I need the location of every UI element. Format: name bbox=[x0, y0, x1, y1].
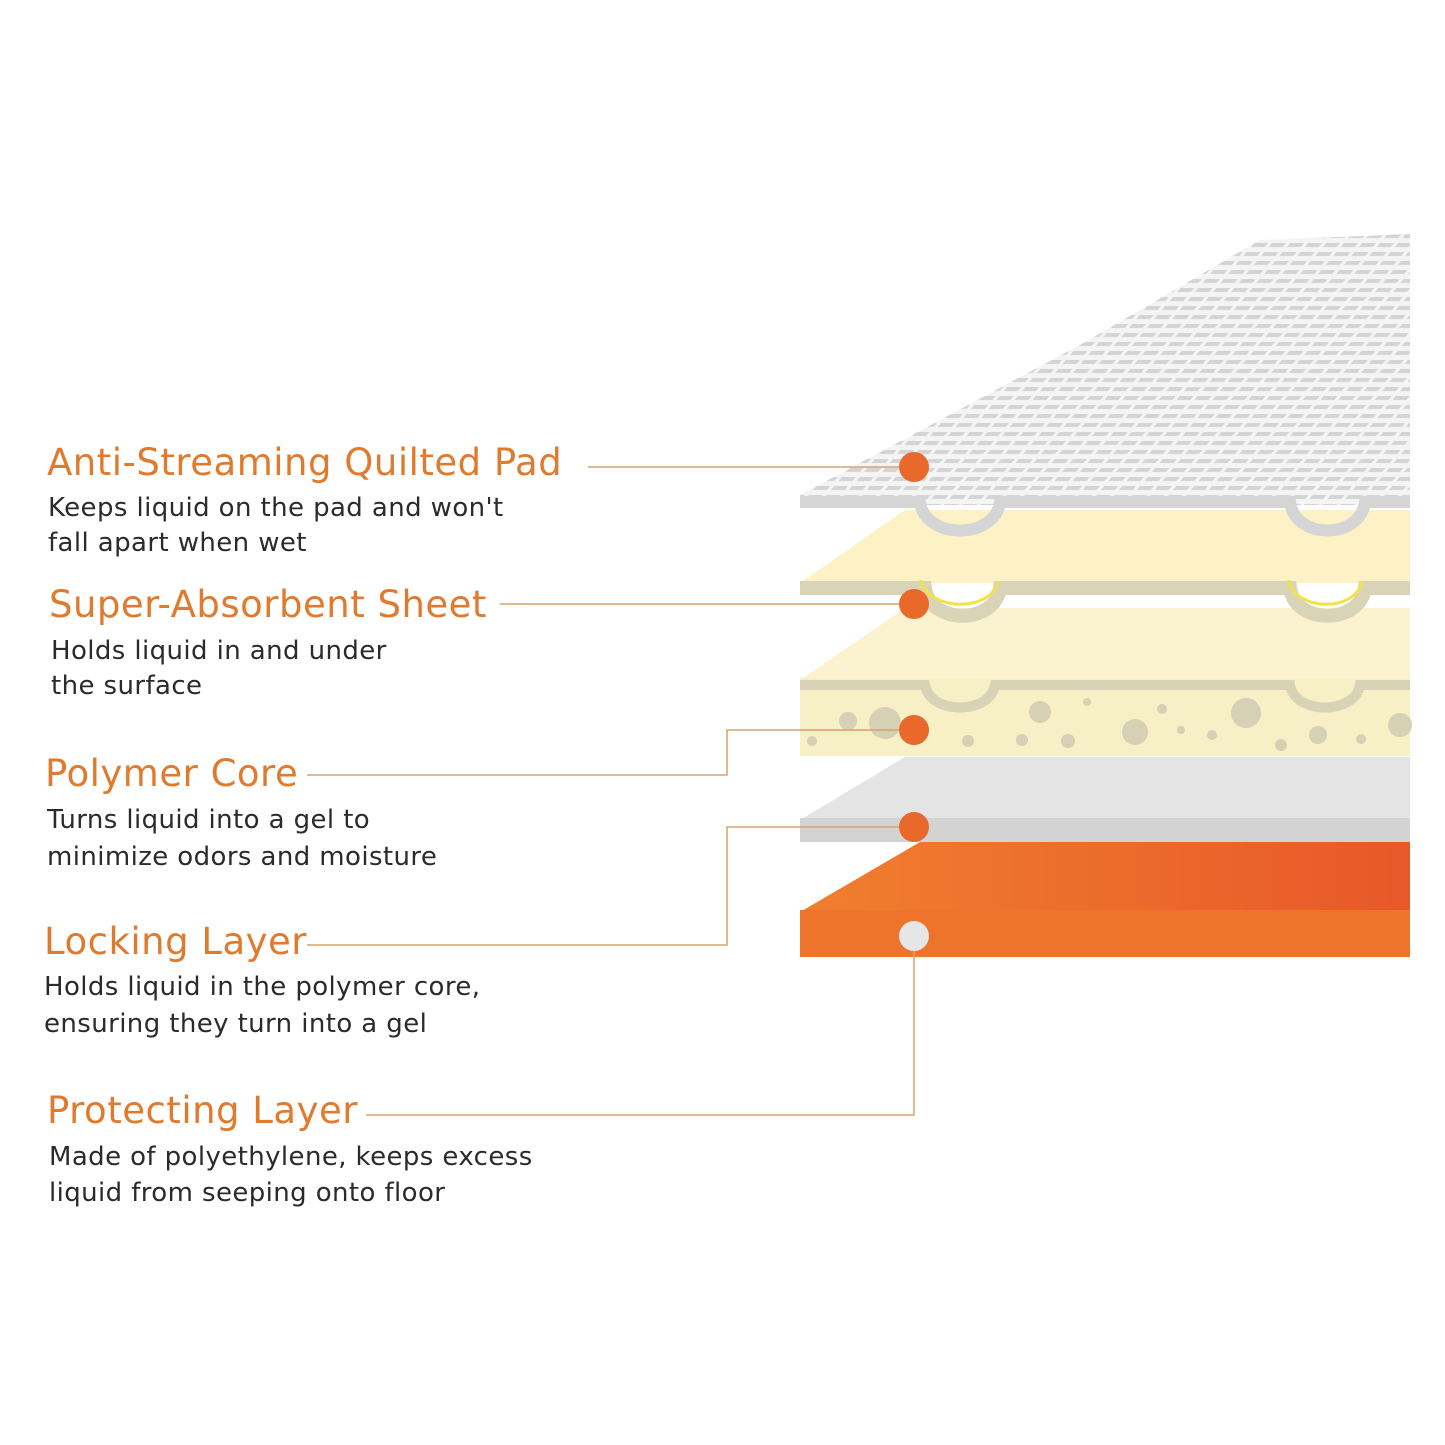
description-line: fall apart when wet bbox=[48, 528, 307, 558]
protecting-layer-graphic bbox=[800, 842, 1410, 957]
description-line: minimize odors and moisture bbox=[47, 842, 438, 872]
description-line: ensuring they turn into a gel bbox=[44, 1009, 428, 1039]
layer-description: Holds liquid in the polymer core, ensuri… bbox=[44, 969, 644, 1043]
marker-quilted-pad bbox=[899, 452, 929, 482]
leader-line-protecting-layer bbox=[366, 936, 915, 1116]
quilted-pad-graphic bbox=[800, 234, 1410, 537]
marker-absorbent-sheet bbox=[899, 589, 929, 619]
layer-description: Holds liquid in and under the surface bbox=[51, 634, 651, 704]
leader-lines bbox=[307, 466, 915, 1116]
layer-description: Made of polyethylene, keeps excess liqui… bbox=[49, 1139, 649, 1211]
layer-title: Anti-Streaming Quilted Pad bbox=[47, 441, 563, 484]
description-line: Turns liquid into a gel to bbox=[47, 805, 371, 835]
description-line: the surface bbox=[51, 671, 203, 701]
description-line: Made of polyethylene, keeps excess bbox=[49, 1142, 533, 1172]
description-line: liquid from seeping onto floor bbox=[49, 1178, 446, 1208]
polymer-core-graphic bbox=[800, 608, 1412, 756]
marker-protecting-layer bbox=[899, 921, 929, 951]
layer-title: Super-Absorbent Sheet bbox=[49, 583, 487, 626]
marker-locking-layer bbox=[899, 812, 929, 842]
layer-title: Protecting Layer bbox=[47, 1089, 358, 1132]
layer-title: Locking Layer bbox=[44, 920, 308, 963]
locking-layer-graphic bbox=[800, 757, 1410, 842]
leader-line-locking-layer bbox=[307, 826, 914, 946]
description-line: Holds liquid in and under bbox=[51, 636, 387, 666]
markers bbox=[899, 452, 929, 951]
layer-description: Keeps liquid on the pad and won't fall a… bbox=[48, 491, 648, 561]
description-line: Holds liquid in the polymer core, bbox=[44, 972, 481, 1002]
marker-polymer-core bbox=[899, 715, 929, 745]
layer-description: Turns liquid into a gel to minimize odor… bbox=[47, 802, 647, 876]
description-line: Keeps liquid on the pad and won't bbox=[48, 493, 504, 523]
leader-line-polymer-core bbox=[307, 729, 914, 776]
layer-title: Polymer Core bbox=[45, 752, 299, 795]
